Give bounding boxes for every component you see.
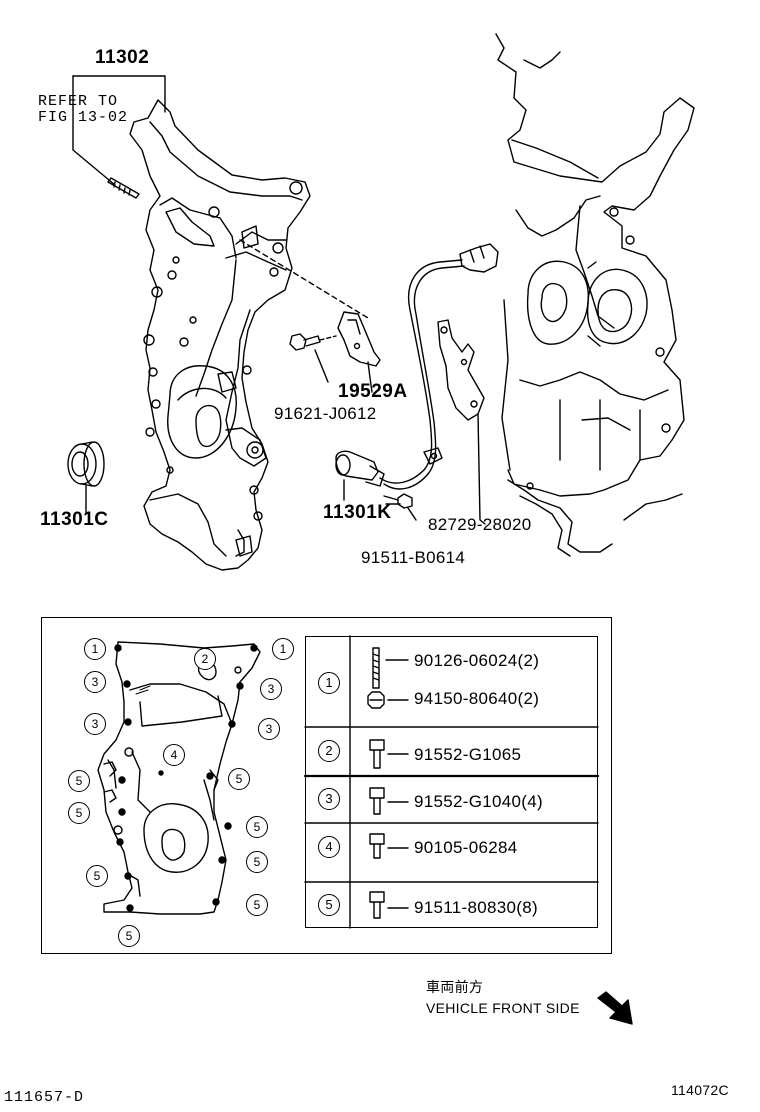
callout-5: 5 <box>246 816 268 838</box>
detail-bolt-holes <box>114 644 258 912</box>
callout-5: 5 <box>86 865 108 887</box>
label-oil-seal: 11301C <box>40 509 109 530</box>
alignment-line <box>239 239 369 319</box>
legend-part-number: 91511-80830(8) <box>414 898 538 917</box>
detail-hollow-holes <box>113 666 242 835</box>
stud-bolt <box>107 177 140 199</box>
bolt-detail-box <box>41 617 612 954</box>
callout-5: 5 <box>68 802 90 824</box>
legend-part-number: 94150-80640(2) <box>414 689 540 708</box>
legend-part-number: 91552-G1040(4) <box>414 792 543 811</box>
label-refer-figure: REFER TO FIG 13-02 <box>38 93 129 126</box>
callout-5: 5 <box>246 851 268 873</box>
crank-sensor <box>335 450 385 501</box>
timing-chain-cover <box>129 99 311 571</box>
legend-key-5: 5 <box>318 894 340 916</box>
callout-5: 5 <box>118 925 140 947</box>
direction-label-japanese: 車両前方 <box>426 979 484 995</box>
wire-bracket <box>437 319 486 525</box>
label-sensor-bolt: 91511-B0614 <box>361 548 466 567</box>
oil-seal <box>67 441 105 515</box>
bracket-bolt <box>289 333 337 383</box>
legend-key-4: 4 <box>318 836 340 858</box>
callout-3: 3 <box>258 718 280 740</box>
label-bracket: 19529A <box>338 381 408 402</box>
cover-leader-lines <box>72 75 166 186</box>
legend-part-glyphs <box>367 647 409 919</box>
legend-part-number: 90105-06284 <box>414 838 518 857</box>
label-bracket-bolt: 91621-J0612 <box>274 404 377 423</box>
callout-1: 1 <box>272 638 294 660</box>
legend-key-3: 3 <box>318 788 340 810</box>
callout-3: 3 <box>260 678 282 700</box>
callout-5: 5 <box>228 768 250 790</box>
bolt-legend-table <box>305 636 598 928</box>
legend-part-number: 90126-06024(2) <box>414 651 540 670</box>
callout-5: 5 <box>246 894 268 916</box>
callout-4: 4 <box>163 744 185 766</box>
illustration-code-left: 111657-D <box>4 1089 85 1106</box>
callout-3: 3 <box>84 671 106 693</box>
front-direction-arrow <box>597 991 633 1025</box>
legend-key-2: 2 <box>318 740 340 762</box>
sensor-bolt <box>383 493 417 521</box>
label-crank-sensor: 11301K <box>323 502 392 523</box>
legend-part-number: 91552-G1065 <box>414 745 522 764</box>
label-timing-cover: 11302 <box>95 47 150 68</box>
callout-3: 3 <box>84 713 106 735</box>
direction-label-english: VEHICLE FRONT SIDE <box>426 1000 580 1016</box>
legend-dividers <box>303 635 600 929</box>
illustration-code-right: 114072C <box>671 1082 729 1098</box>
sensor-wire-harness <box>379 243 499 490</box>
callout-1: 1 <box>84 638 106 660</box>
bracket-19529a <box>337 311 381 393</box>
callout-5: 5 <box>68 770 90 792</box>
callout-2: 2 <box>194 648 216 670</box>
engine-block <box>495 33 695 557</box>
legend-key-1: 1 <box>318 672 340 694</box>
label-wire-bracket: 82729-28020 <box>428 515 532 534</box>
